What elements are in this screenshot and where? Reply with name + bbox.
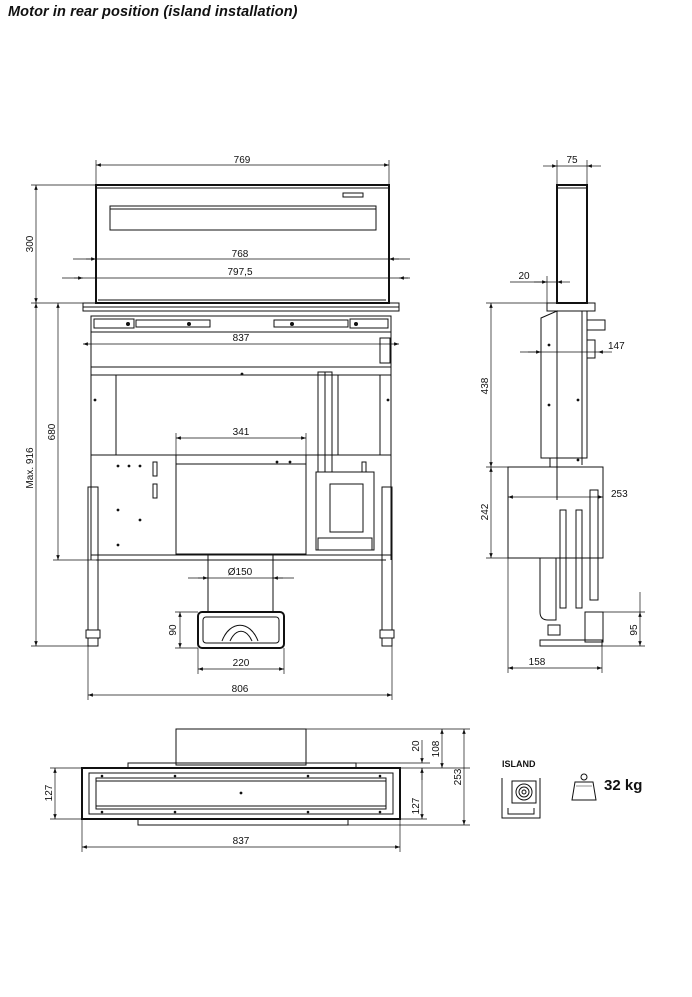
dim-side-top-width: 75 <box>566 155 578 166</box>
dim-front-outlet-diameter: Ø150 <box>228 567 253 578</box>
dim-side-height-lower: 242 <box>480 503 491 520</box>
side-view <box>507 184 606 647</box>
island-hood-icon <box>501 778 541 819</box>
front-top-panel <box>95 184 390 304</box>
dim-side-offset: 20 <box>518 271 530 282</box>
weight-icon <box>571 773 597 801</box>
front-view <box>82 184 400 649</box>
dim-side-foot-height: 95 <box>629 624 640 636</box>
side-dimensions: 75 20 147 438 253 242 95 158 <box>480 155 645 673</box>
dim-top-upper: 108 <box>431 740 442 757</box>
front-outlet <box>197 611 285 649</box>
dim-top-width: 837 <box>233 836 250 847</box>
dim-front-height-main: 680 <box>47 423 58 440</box>
dim-front-inner-width: 768 <box>232 249 249 260</box>
dim-front-base-width: 806 <box>232 684 249 695</box>
page-title: Motor in rear position (island installat… <box>8 4 298 20</box>
dim-front-outer-width: 797,5 <box>227 267 252 278</box>
side-motor-box <box>507 466 604 559</box>
top-dimensions: 127 127 20 108 253 837 <box>44 728 470 852</box>
installation-label: ISLAND <box>502 759 536 769</box>
dim-side-foot-depth: 158 <box>529 657 546 668</box>
dim-front-top-width: 769 <box>234 155 251 166</box>
front-leg-left <box>87 486 99 631</box>
dim-side-height-upper: 438 <box>480 377 491 394</box>
front-motor-box <box>175 463 307 555</box>
dim-front-outlet-height: 90 <box>168 624 179 636</box>
top-view <box>81 728 401 826</box>
dim-side-depth-motor: 253 <box>611 489 628 500</box>
weight-label: 32 kg <box>604 777 642 794</box>
dim-front-height-top: 300 <box>25 235 36 252</box>
dim-front-outlet-width: 220 <box>233 658 250 669</box>
dim-top-total: 253 <box>453 768 464 785</box>
dim-top-depth-right: 127 <box>411 797 422 814</box>
dim-top-depth-left: 127 <box>44 784 55 801</box>
dim-side-bracket: 147 <box>608 341 625 352</box>
side-top-column <box>556 184 588 304</box>
dim-front-motor-width: 341 <box>233 427 250 438</box>
front-dimensions: 769 768 797,5 837 300 680 Max. 916 341 Ø… <box>25 155 410 700</box>
front-top-slot <box>109 205 377 231</box>
dim-top-offset: 20 <box>411 740 422 752</box>
legend: ISLAND 32 kg <box>501 759 642 819</box>
dim-front-height-max: Max. 916 <box>25 447 36 489</box>
dim-front-bar-width: 837 <box>233 333 250 344</box>
